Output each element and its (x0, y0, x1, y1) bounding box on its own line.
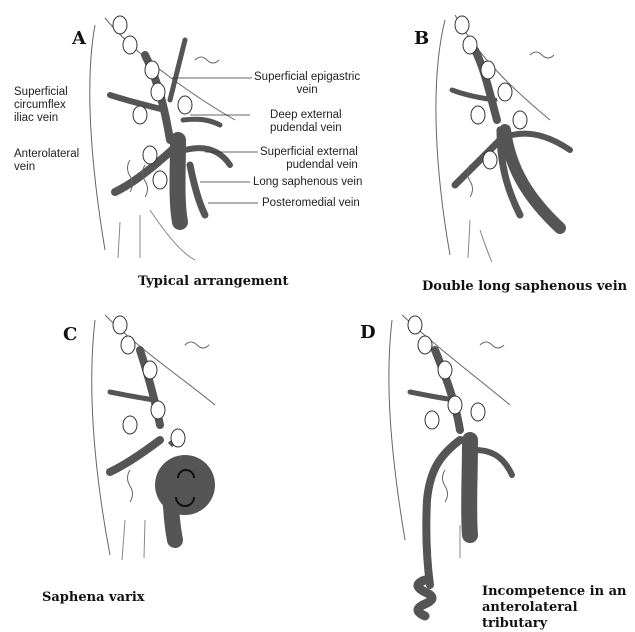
panel-d-illustration (389, 315, 512, 616)
caption-panel-a: Typical arrangement (138, 274, 288, 289)
label-anterolateral-vein: Anterolateral vein (14, 148, 79, 174)
panel-d-letter: D (360, 322, 376, 343)
panel-a-illustration (90, 16, 258, 260)
label-posteromedial: Posteromedial vein (262, 197, 360, 210)
label-superficial-circumflex-iliac: Superficial circumflex iliac vein (14, 86, 68, 125)
label-deep-external-pudendal: Deep external pudendal vein (270, 109, 342, 135)
panel-b-illustration (436, 15, 570, 262)
label-superficial-epigastric: Superficial epigastric vein (254, 71, 360, 97)
panel-c-illustration (92, 315, 215, 560)
panel-a-letter: A (72, 28, 86, 49)
caption-panel-b: Double long saphenous vein (422, 279, 627, 294)
label-superficial-external-pudendal: Superficial external pudendal vein (260, 146, 358, 172)
panel-b-letter: B (414, 28, 429, 49)
panel-c-letter: C (63, 324, 77, 345)
label-long-saphenous: Long saphenous vein (253, 176, 362, 189)
caption-panel-d: Incompetence in an anterolateral tributa… (482, 584, 635, 632)
caption-panel-c: Saphena varix (42, 590, 145, 605)
